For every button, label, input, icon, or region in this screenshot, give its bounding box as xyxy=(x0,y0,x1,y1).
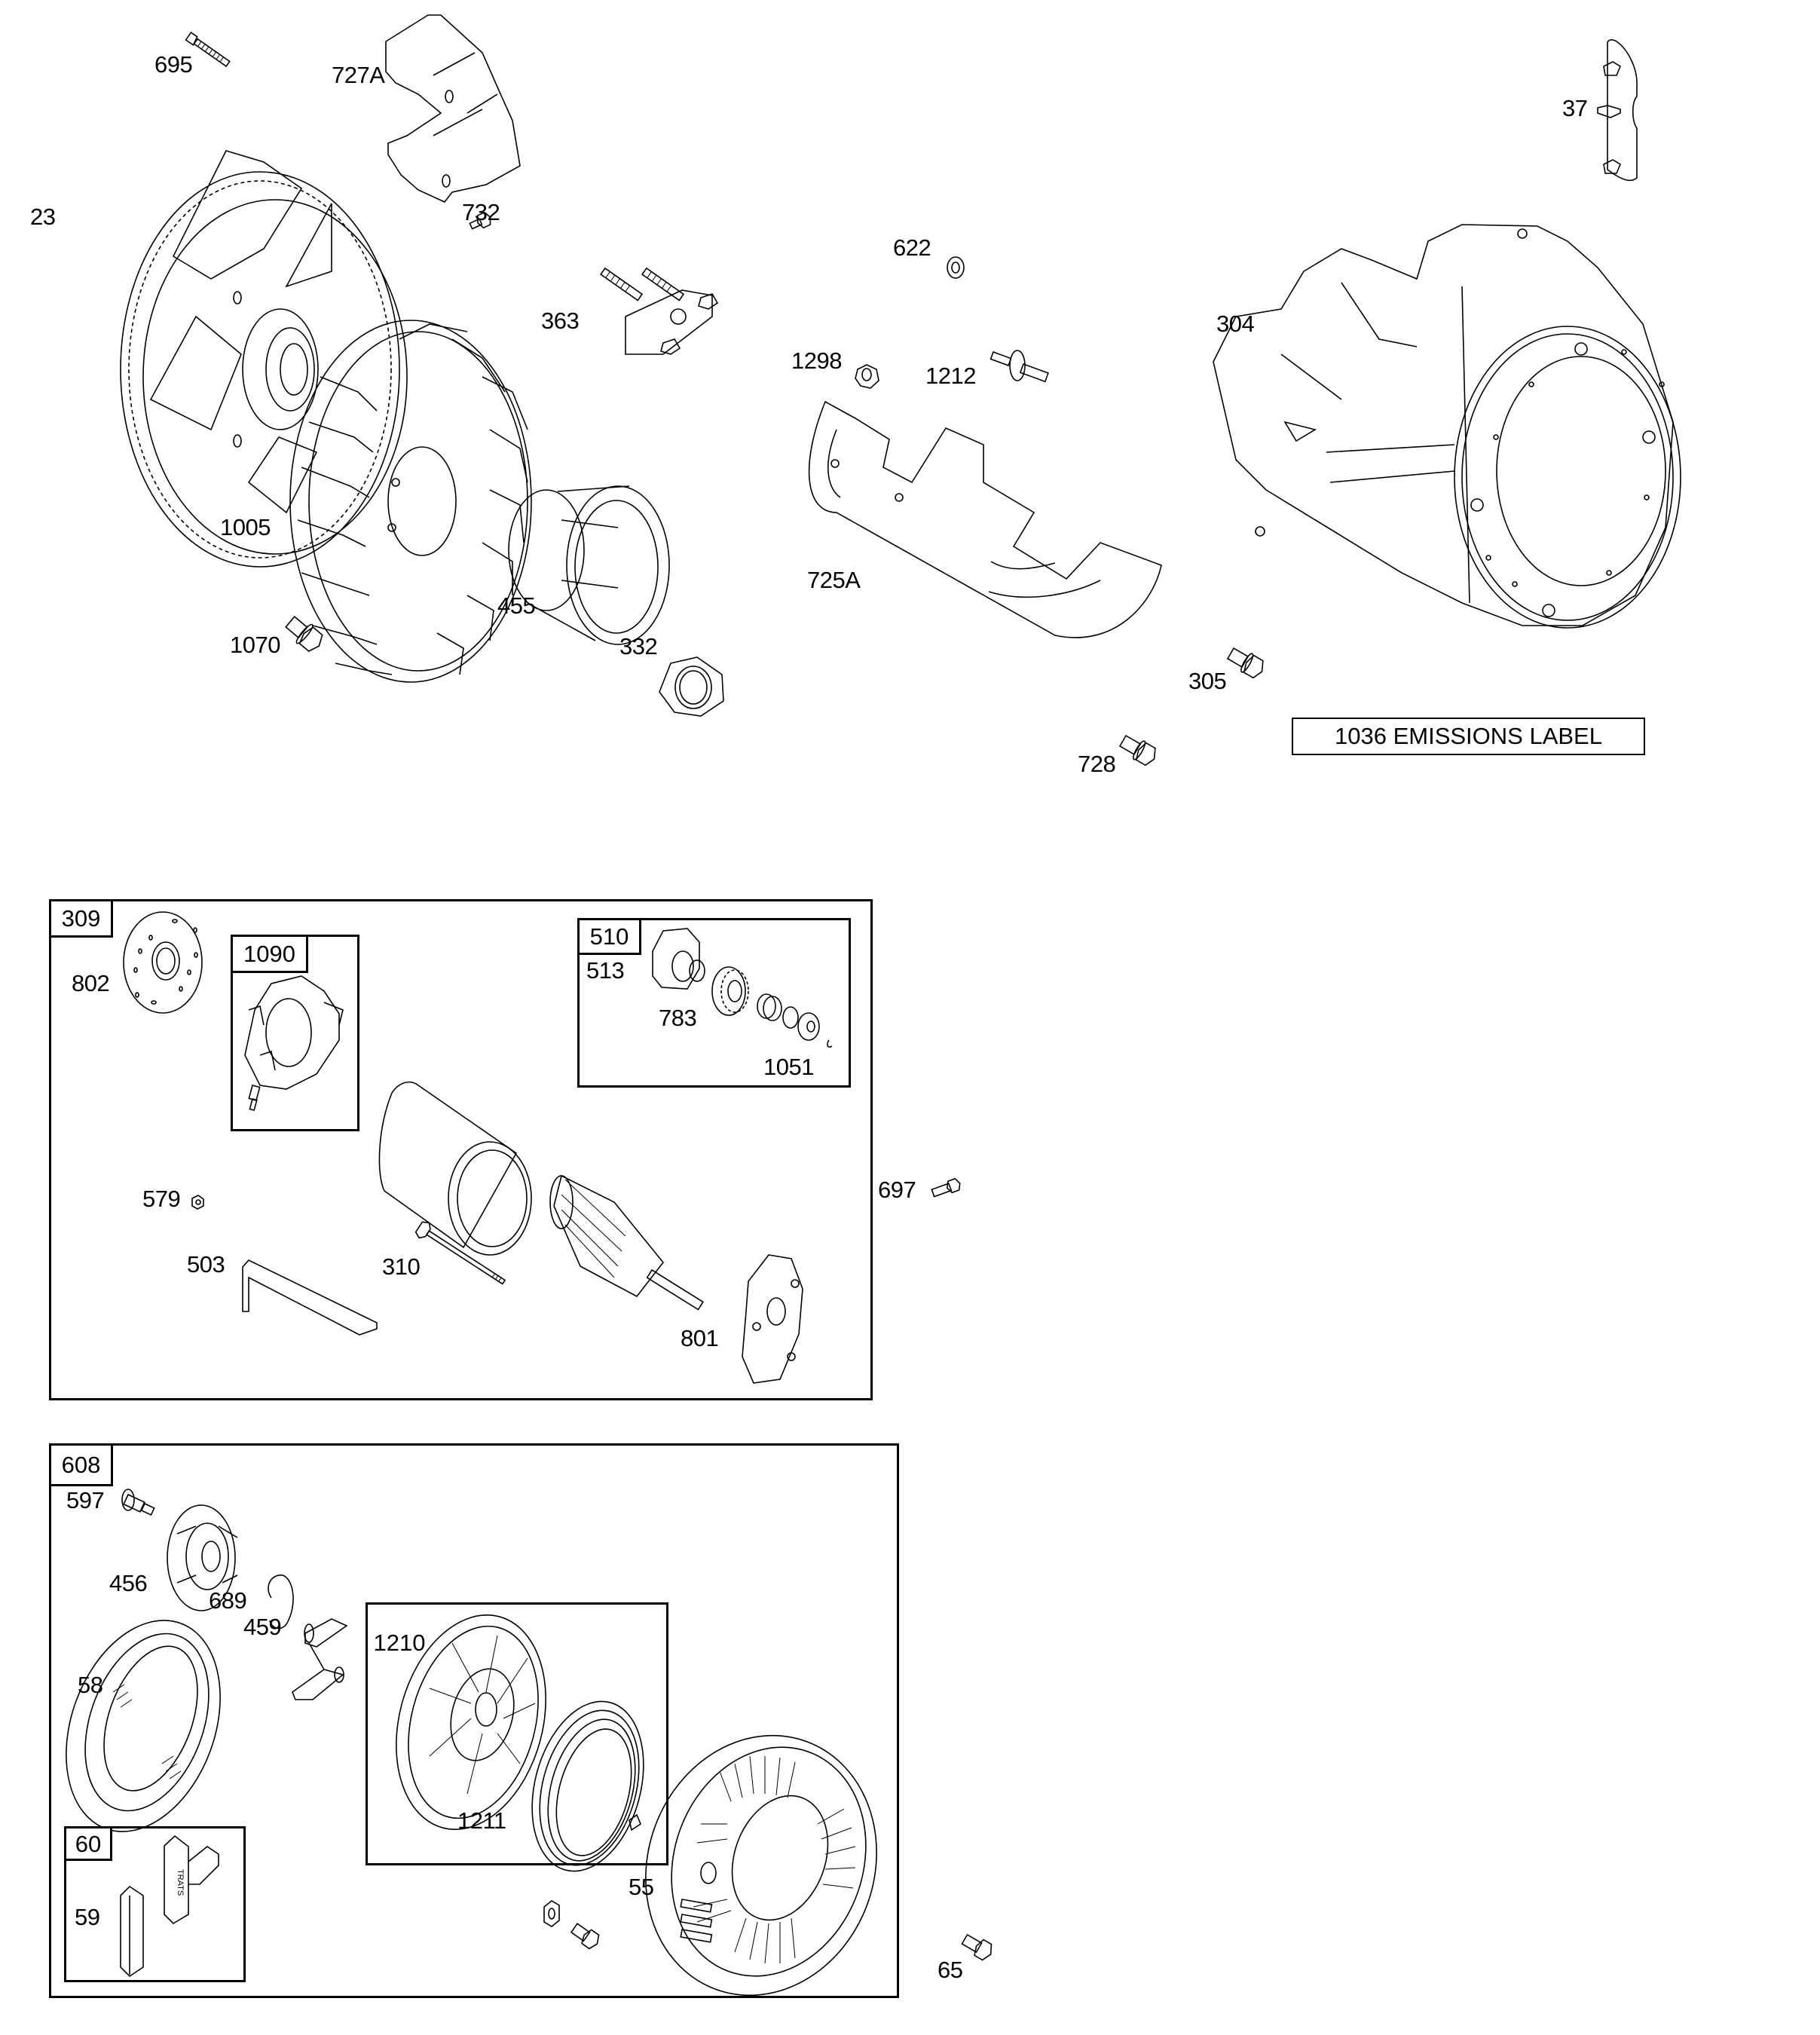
part-label-513[interactable]: 513 xyxy=(586,957,625,984)
handle-kit-tag[interactable]: 60 xyxy=(64,1826,112,1861)
drive-end-cap-icon[interactable] xyxy=(742,1254,803,1384)
part-label-310[interactable]: 310 xyxy=(382,1253,421,1280)
pulley-icon[interactable] xyxy=(374,1598,569,1846)
bolt-icon[interactable] xyxy=(283,613,327,656)
part-label-1211[interactable]: 1211 xyxy=(457,1807,506,1834)
flywheel-icon[interactable] xyxy=(120,150,408,568)
bracket-icon[interactable] xyxy=(385,14,521,203)
part-label-695[interactable]: 695 xyxy=(154,51,193,78)
bolt-icon[interactable] xyxy=(1118,732,1160,768)
part-label-802[interactable]: 802 xyxy=(72,970,110,996)
retainer-icon[interactable] xyxy=(167,1504,238,1611)
starter-cup-icon[interactable] xyxy=(508,485,670,645)
screw-icon[interactable] xyxy=(185,31,231,68)
part-label-597[interactable]: 597 xyxy=(66,1487,105,1513)
bolt-icon[interactable] xyxy=(570,1921,602,1951)
handle-icon[interactable]: TRATS xyxy=(164,1835,219,1925)
brush-holder-icon[interactable] xyxy=(244,975,344,1112)
bolt-icon[interactable] xyxy=(1225,644,1268,681)
end-cap-icon[interactable] xyxy=(123,911,203,1014)
ring-icon[interactable] xyxy=(268,1574,294,1630)
retainer-icon[interactable] xyxy=(757,993,833,1048)
dog-icon[interactable] xyxy=(292,1618,348,1700)
plate-icon[interactable] xyxy=(1597,39,1638,182)
nut-icon[interactable] xyxy=(191,1195,204,1210)
drive-kit-tag[interactable]: 510 xyxy=(577,918,641,955)
through-bolt-icon[interactable] xyxy=(414,1219,508,1290)
part-label-579[interactable]: 579 xyxy=(142,1186,181,1212)
drive-housing-icon[interactable] xyxy=(652,928,705,990)
handle-text: TRATS xyxy=(176,1869,185,1896)
part-label-37[interactable]: 37 xyxy=(1562,95,1588,121)
part-label-503[interactable]: 503 xyxy=(187,1251,225,1278)
starter-motor-group-box xyxy=(49,899,873,1400)
part-label-697[interactable]: 697 xyxy=(878,1177,916,1203)
part-label-23[interactable]: 23 xyxy=(30,204,56,230)
part-label-1212[interactable]: 1212 xyxy=(925,363,976,389)
flywheel-puller-icon[interactable] xyxy=(600,267,719,355)
pulley-kit-box xyxy=(366,1602,668,1865)
rewind-starter-group-tag[interactable]: 608 xyxy=(49,1443,113,1486)
part-label-65[interactable]: 65 xyxy=(938,1957,963,1983)
part-label-59[interactable]: 59 xyxy=(75,1904,100,1930)
part-label-728[interactable]: 728 xyxy=(1078,751,1116,777)
part-label-1298[interactable]: 1298 xyxy=(791,347,842,374)
part-label-1005[interactable]: 1005 xyxy=(220,514,271,540)
part-label-55[interactable]: 55 xyxy=(629,1874,654,1900)
rewind-starter-group-box xyxy=(49,1443,899,1998)
washer-icon[interactable] xyxy=(947,256,965,279)
part-label-363[interactable]: 363 xyxy=(541,308,580,334)
pulley-kit-label[interactable]: 1210 xyxy=(373,1629,426,1656)
emissions-label-box[interactable]: 1036 EMISSIONS LABEL xyxy=(1292,718,1645,755)
part-label-459[interactable]: 459 xyxy=(243,1614,282,1640)
bracket-icon[interactable] xyxy=(242,1259,378,1336)
shield-icon[interactable] xyxy=(808,400,1162,638)
screw-icon[interactable] xyxy=(931,1177,962,1198)
starter-motor-group-tag[interactable]: 309 xyxy=(49,899,113,938)
fan-icon[interactable] xyxy=(289,320,532,683)
nut-icon[interactable] xyxy=(543,1900,560,1927)
drive-kit-box xyxy=(577,918,851,1088)
nut-icon[interactable] xyxy=(855,364,879,389)
brush-kit-tag[interactable]: 1090 xyxy=(231,935,308,973)
part-label-622[interactable]: 622 xyxy=(893,234,931,261)
blower-housing-icon[interactable] xyxy=(1213,224,1681,629)
part-label-304[interactable]: 304 xyxy=(1216,311,1255,337)
stud-icon[interactable] xyxy=(990,350,1049,383)
part-label-456[interactable]: 456 xyxy=(109,1570,148,1596)
part-label-455[interactable]: 455 xyxy=(497,592,536,619)
nut-icon[interactable] xyxy=(659,656,724,717)
part-label-332[interactable]: 332 xyxy=(619,633,658,659)
bolt-icon[interactable] xyxy=(960,1932,996,1963)
handle-kit-box xyxy=(64,1826,246,1982)
starter-housing-icon[interactable] xyxy=(610,1703,913,2027)
screw-icon[interactable] xyxy=(468,211,493,232)
part-label-727a[interactable]: 727A xyxy=(332,62,385,88)
handle-insert-icon[interactable] xyxy=(120,1885,144,1978)
part-label-725a[interactable]: 725A xyxy=(807,567,861,593)
screw-icon[interactable] xyxy=(121,1489,155,1516)
part-label-1051[interactable]: 1051 xyxy=(763,1054,814,1080)
armature-icon[interactable] xyxy=(549,1174,704,1311)
part-label-732[interactable]: 732 xyxy=(462,199,500,225)
part-label-801[interactable]: 801 xyxy=(681,1325,719,1351)
part-label-1070[interactable]: 1070 xyxy=(230,632,280,658)
motor-frame-icon[interactable] xyxy=(378,1081,532,1256)
part-label-58[interactable]: 58 xyxy=(78,1672,103,1698)
part-label-783[interactable]: 783 xyxy=(659,1005,697,1031)
part-label-689[interactable]: 689 xyxy=(209,1587,247,1614)
pinion-gear-icon[interactable] xyxy=(711,966,749,1016)
part-label-305[interactable]: 305 xyxy=(1188,668,1227,694)
